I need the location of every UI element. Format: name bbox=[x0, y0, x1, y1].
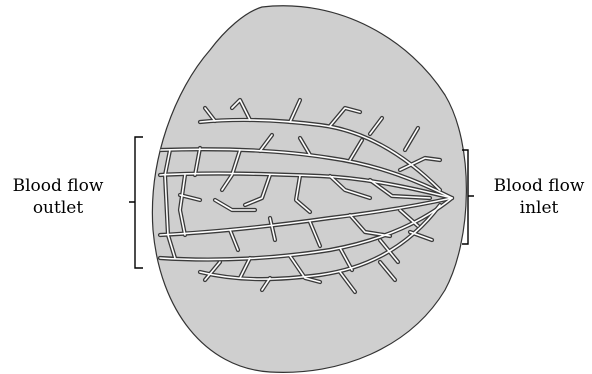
inlet-label-line1: Blood flow bbox=[483, 175, 592, 197]
outlet-label-line1: Blood flow bbox=[2, 175, 114, 197]
inlet-label-line2: inlet bbox=[483, 197, 592, 219]
outlet-label-line2: outlet bbox=[2, 197, 114, 219]
outlet-bracket bbox=[129, 137, 143, 268]
outlet-label: Blood flow outlet bbox=[2, 175, 114, 219]
inlet-label: Blood flow inlet bbox=[483, 175, 592, 219]
